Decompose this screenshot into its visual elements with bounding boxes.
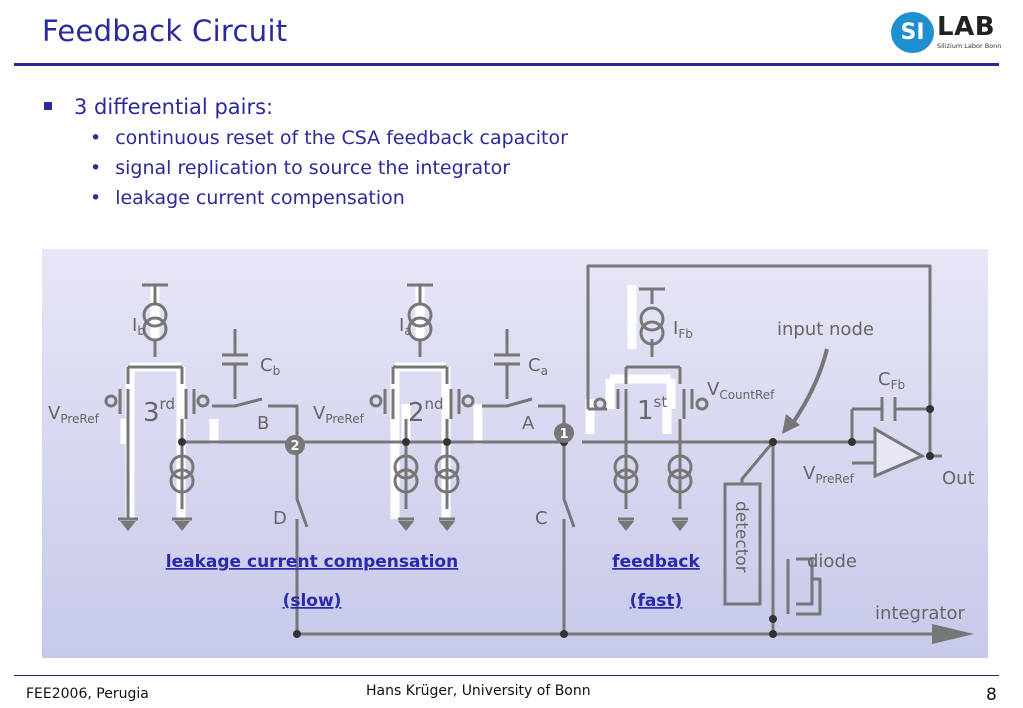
square-bullet-icon [44,102,52,110]
feedback-circuit-diagram: 2 1 Ib Ia IFb Cb Ca CFb VPreRef VPreRef … [42,249,988,658]
label-integrator: integrator [875,603,965,624]
dot-bullet-icon: • [90,187,102,209]
sub-bullet-text: signal replication to source the integra… [115,157,511,179]
label-switch-d: D [273,508,287,529]
sub-bullet-1: • continuous reset of the CSA feedback ca… [90,127,568,149]
footer-divider [14,675,999,676]
label-input-node: input node [777,319,874,340]
footer-author: Hans Krüger, University of Bonn [366,683,591,699]
label-cfb: CFb [878,369,905,392]
sub-bullet-text: leakage current compensation [115,187,405,209]
label-cb: Cb [260,355,280,378]
label-pair2: 2nd [408,395,444,428]
sub-bullet-2: • signal replication to source the integr… [90,157,510,179]
label-vpreref-mid: VPreRef [313,403,365,426]
bullet-main-text: 3 differential pairs: [74,95,274,119]
node-1-marker [554,423,574,443]
diagram-labels: Ib Ia IFb Cb Ca CFb VPreRef VPreRef VCou… [48,315,975,624]
label-diode: diode [807,551,857,572]
label-vpreref-amp: VPreRef [803,463,855,486]
current-sources [104,302,709,494]
logo-word: LAB [937,12,996,42]
label-ib: Ib [132,315,145,338]
input-node-arrow [788,348,829,429]
label-pair3: 3rd [143,395,175,428]
dot-bullet-icon: • [90,157,102,179]
label-vpreref-left: VPreRef [48,403,100,426]
wires [118,264,942,636]
footer-conference: FEE2006, Perugia [26,686,149,702]
label-ia: Ia [399,315,412,338]
label-pair1: 1st [637,393,667,426]
highlight-paths [120,285,676,519]
detector-box [723,482,762,606]
caption-slow: (slow) [283,591,342,611]
page-number: 8 [986,685,997,705]
node-2-label: 2 [290,439,299,454]
slide-title: Feedback Circuit [42,14,288,48]
label-switch-c: C [535,508,548,529]
integrator-arrowhead-icon [932,624,974,644]
caption-fast: (fast) [630,591,683,611]
label-out: Out [942,468,975,489]
bullet-main: 3 differential pairs: [44,95,273,119]
sub-bullet-text: continuous reset of the CSA feedback cap… [115,127,568,149]
caption-leakage: leakage current compensation [166,552,458,572]
label-ifb: IFb [673,318,693,341]
node-markers [285,423,574,455]
label-switch-a: A [522,413,535,434]
amplifier-icon [873,426,926,479]
arrowhead-icon [782,414,800,434]
node-2-marker [285,435,305,455]
diagram-background [42,249,988,658]
caption-feedback: feedback [612,552,700,572]
sub-bullet-3: • leakage current compensation [90,187,405,209]
label-ca: Ca [528,355,548,378]
ground-symbols [120,521,688,531]
label-switch-b: B [257,413,269,434]
logo-subtitle: Silizium Labor Bonn [937,42,1002,50]
captions: leakage current compensation (slow) feed… [166,552,701,611]
label-detector: detector [731,501,751,573]
label-vcountref: VCountRef [707,379,775,402]
silab-logo: SI LAB Silizium Labor Bonn [891,12,1003,54]
logo-mark: SI [891,12,934,53]
title-divider [14,63,999,66]
node-1-label: 1 [559,427,568,442]
dot-bullet-icon: • [90,127,102,149]
